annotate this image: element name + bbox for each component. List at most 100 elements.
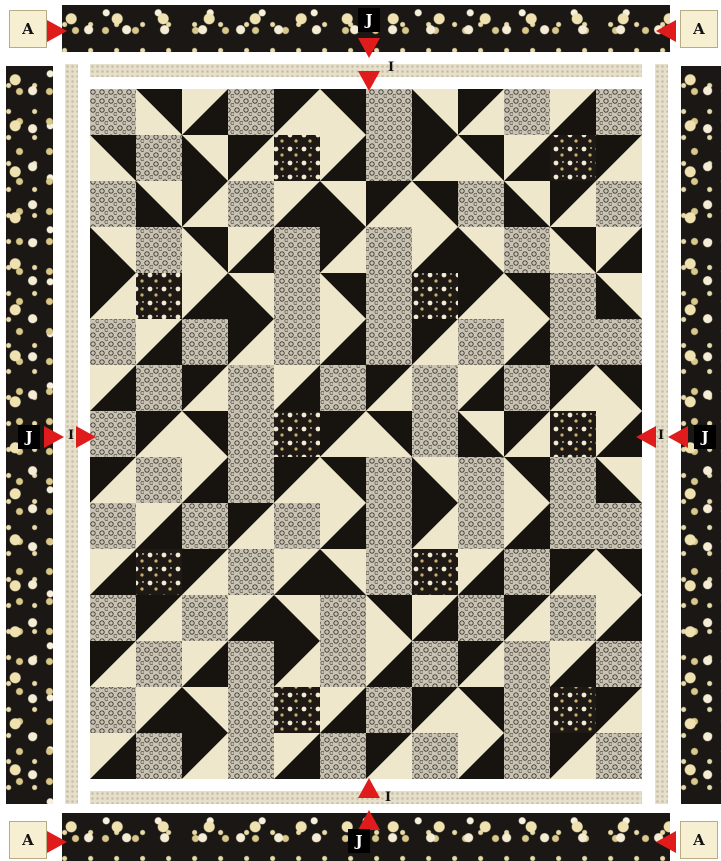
arrow-right-icon [44, 426, 64, 448]
swirl-square [596, 89, 642, 135]
arrow-right-icon [47, 20, 67, 42]
swirl-square [274, 503, 320, 549]
swirl-square [136, 135, 182, 181]
swirl-square [182, 319, 228, 365]
arrow-left-icon [656, 20, 676, 42]
swirl-square [136, 641, 182, 687]
arrow-left-icon [668, 426, 688, 448]
swirl-square [504, 89, 550, 135]
swirl-square [228, 687, 274, 733]
swirl-square [320, 733, 366, 779]
inner-border-label-right: I [658, 428, 664, 443]
swirl-square [320, 595, 366, 641]
corner-block-bottom-right: A [680, 821, 718, 859]
inner-border-label-left: I [68, 428, 74, 443]
swirl-square [504, 549, 550, 595]
swirl-square [228, 641, 274, 687]
swirl-square [366, 135, 412, 181]
outer-border-label-bottom: J [348, 829, 370, 853]
inner-border-label-top: I [388, 60, 394, 75]
corner-block-bottom-left: A [9, 821, 47, 859]
swirl-square [228, 733, 274, 779]
swirl-square [136, 365, 182, 411]
swirl-square [90, 411, 136, 457]
swirl-square [550, 595, 596, 641]
swirl-square [90, 503, 136, 549]
swirl-square [228, 457, 274, 503]
inner-border-label-bottom: I [385, 790, 391, 805]
flower-square [550, 135, 596, 181]
corner-block-top-right: A [680, 10, 718, 48]
swirl-square [458, 595, 504, 641]
swirl-square [550, 319, 596, 365]
arrow-left-icon [656, 831, 676, 853]
flower-square [550, 411, 596, 457]
swirl-square [274, 319, 320, 365]
arrow-down-icon [358, 38, 380, 58]
arrow-right-icon [47, 831, 67, 853]
swirl-square [90, 595, 136, 641]
swirl-square [366, 273, 412, 319]
arrow-up-icon [358, 810, 380, 830]
flower-square [136, 549, 182, 595]
swirl-square [228, 181, 274, 227]
corner-block-top-left: A [9, 10, 47, 48]
flower-square [136, 273, 182, 319]
swirl-square [366, 319, 412, 365]
swirl-square [412, 411, 458, 457]
swirl-square [458, 457, 504, 503]
flower-square [274, 135, 320, 181]
swirl-square [504, 641, 550, 687]
swirl-square [366, 549, 412, 595]
swirl-square [320, 365, 366, 411]
arrow-down-icon [358, 71, 380, 91]
swirl-square [274, 227, 320, 273]
flower-square [274, 411, 320, 457]
flower-square [412, 273, 458, 319]
swirl-square [596, 641, 642, 687]
swirl-square [504, 733, 550, 779]
swirl-square [320, 641, 366, 687]
quilt-center [90, 89, 642, 779]
swirl-square [504, 227, 550, 273]
arrow-up-icon [358, 778, 380, 798]
swirl-square [228, 549, 274, 595]
swirl-square [596, 503, 642, 549]
swirl-square [228, 89, 274, 135]
swirl-square [366, 89, 412, 135]
swirl-square [136, 227, 182, 273]
swirl-square [182, 595, 228, 641]
swirl-square [90, 89, 136, 135]
outer-border-label-top: J [358, 8, 380, 32]
swirl-square [458, 181, 504, 227]
swirl-square [550, 273, 596, 319]
swirl-square [504, 687, 550, 733]
swirl-square [274, 273, 320, 319]
swirl-square [458, 503, 504, 549]
swirl-square [412, 365, 458, 411]
outer-border-label-right: J [694, 425, 716, 449]
arrow-left-icon [636, 426, 656, 448]
swirl-square [366, 457, 412, 503]
swirl-square [90, 687, 136, 733]
swirl-square [90, 319, 136, 365]
outer-border-label-left: J [18, 425, 40, 449]
swirl-square [596, 733, 642, 779]
swirl-square [596, 181, 642, 227]
swirl-square [412, 641, 458, 687]
swirl-square [228, 365, 274, 411]
swirl-square [136, 733, 182, 779]
swirl-square [366, 687, 412, 733]
swirl-square [182, 503, 228, 549]
swirl-square [366, 227, 412, 273]
swirl-square [366, 503, 412, 549]
swirl-square [458, 319, 504, 365]
swirl-square [596, 319, 642, 365]
flower-square [412, 549, 458, 595]
swirl-square [550, 503, 596, 549]
swirl-square [136, 457, 182, 503]
flower-square [274, 687, 320, 733]
swirl-square [228, 411, 274, 457]
swirl-square [412, 733, 458, 779]
swirl-square [504, 365, 550, 411]
